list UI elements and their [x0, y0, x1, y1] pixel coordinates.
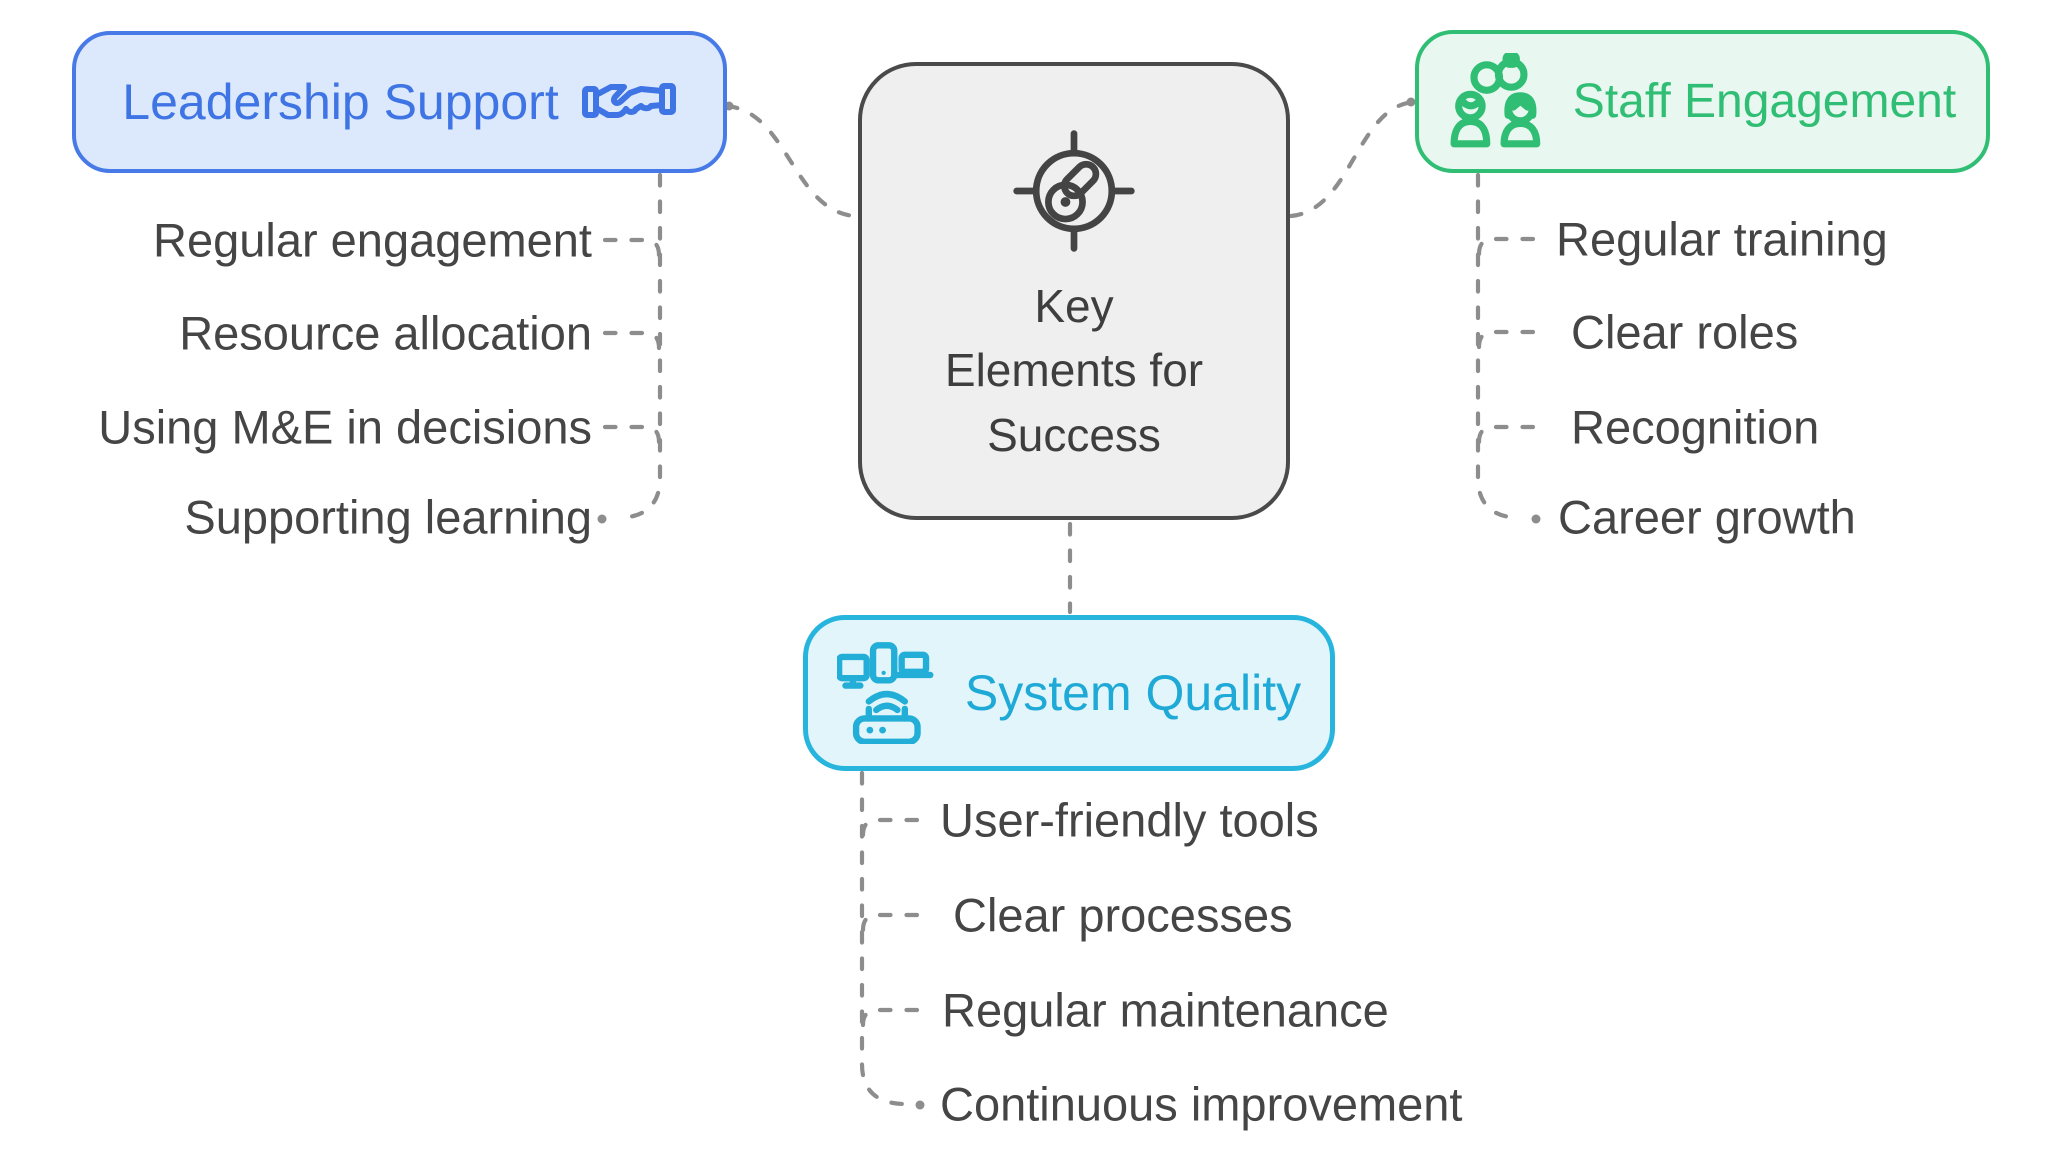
leadership-item-2: Resource allocation — [179, 306, 592, 360]
trunk-staff — [1475, 172, 1523, 521]
leadership-support-label: Leadership Support — [122, 74, 559, 130]
staff-item-1: Regular training — [1556, 212, 1888, 266]
center-line-1: Key — [1034, 280, 1114, 332]
staff-item-2: Clear roles — [1571, 305, 1799, 359]
staff-item-4: Career growth — [1558, 490, 1856, 544]
center-node: Key Elements for Success — [858, 62, 1290, 520]
connector-center-staff — [1288, 99, 1416, 219]
system-item-1: User-friendly tools — [940, 793, 1319, 847]
devices-icon — [836, 642, 934, 744]
leadership-item-4: Supporting learning — [184, 490, 592, 544]
team-icon — [1450, 52, 1541, 147]
handshake-icon — [581, 83, 676, 118]
staff-engagement-node: Staff Engagement — [1415, 30, 1990, 173]
target-gauge-icon — [1013, 130, 1135, 252]
leadership-item-3: Using M&E in decisions — [98, 400, 592, 454]
staff-engagement-label: Staff Engagement — [1572, 75, 1957, 128]
leadership-support-node: Leadership Support — [72, 31, 727, 173]
center-node-title: Key Elements for Success — [945, 274, 1203, 467]
connector-leadership-center — [724, 103, 857, 219]
system-item-2: Clear processes — [953, 888, 1293, 942]
system-item-3: Regular maintenance — [942, 983, 1389, 1037]
staff-item-3: Recognition — [1571, 400, 1820, 454]
center-line-3: Success — [987, 408, 1161, 461]
system-quality-node: System Quality — [803, 615, 1335, 771]
trunk-leadership — [615, 172, 663, 521]
system-quality-label: System Quality — [964, 665, 1302, 721]
system-item-4: Continuous improvement — [940, 1077, 1463, 1131]
center-line-2: Elements for — [944, 344, 1204, 397]
leadership-item-1: Regular engagement — [153, 213, 592, 267]
trunk-system — [859, 770, 907, 1107]
